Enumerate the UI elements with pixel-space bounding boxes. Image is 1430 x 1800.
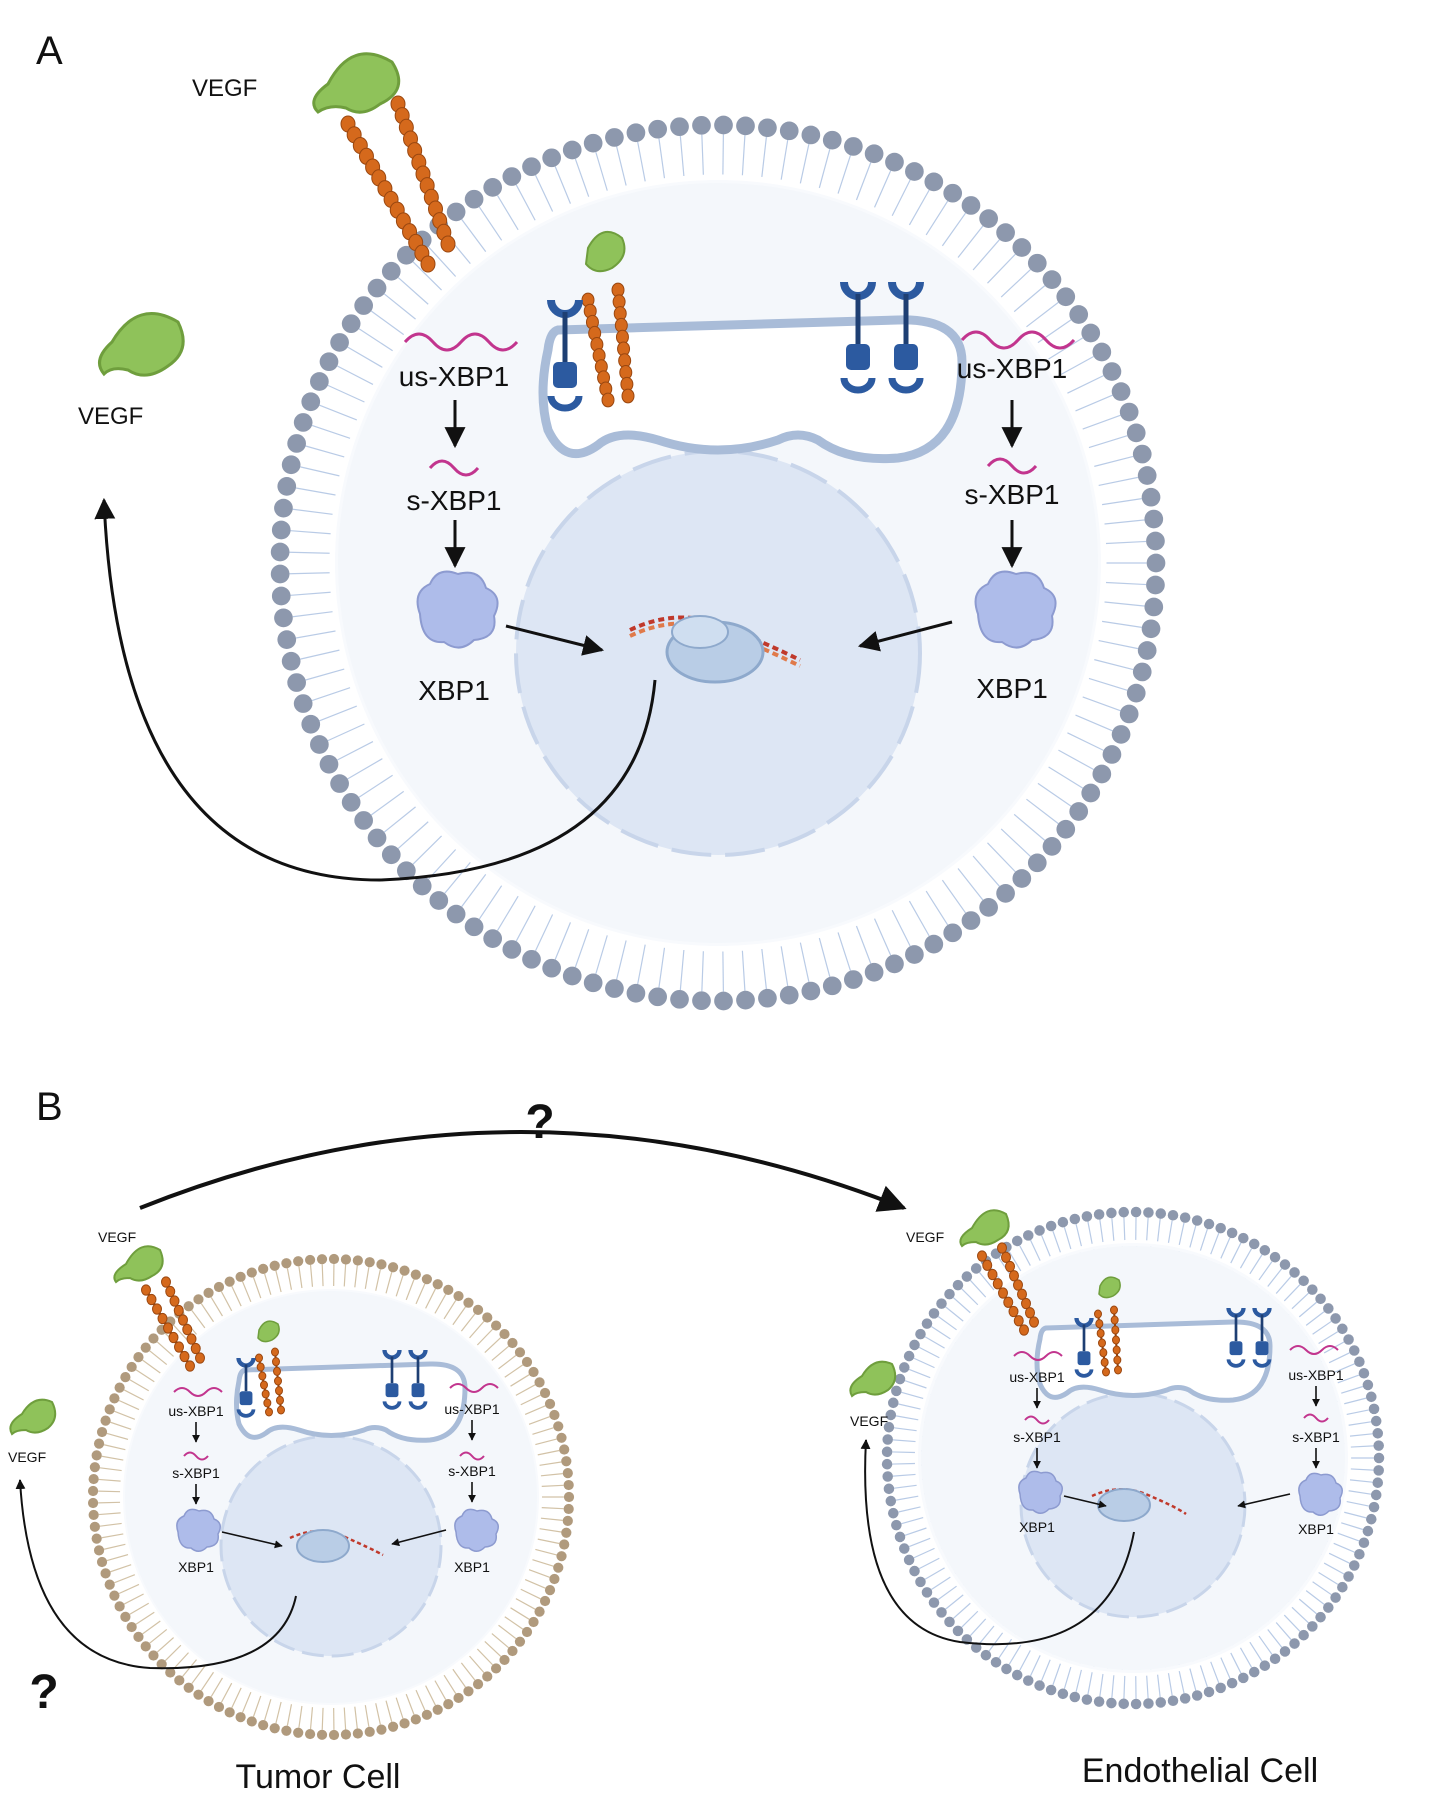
tumor-cell-receptor-3 [408,1349,428,1410]
panel-a-right-spliced-label: s-XBP1 [965,479,1060,510]
panel-a-left-xbp1-protein-icon [416,570,499,649]
tumor-cell-autocrine-question: ? [29,1666,58,1719]
tumor-cell-left-arrow-3 [221,1531,283,1549]
tumor-cell-left-spliced-label: s-XBP1 [172,1465,220,1481]
tumor-cell-right-arrow-3 [391,1529,447,1547]
tumor-cell-secreted-vegf-icon [9,1398,57,1436]
panel-a-secretion-arrow [94,497,657,882]
tumor-cell-left-mrna-long-icon [173,1387,223,1397]
tumor-cell-right-mrna-long-icon [449,1383,499,1393]
panel-a-left-mrna-long-icon [403,332,519,352]
tumor-cell: VEGF us-XBP1 s-XBP1 XBP1 us-XBP1 s-XBP1 … [87,1229,575,1741]
tumor-cell-secretion-arrow [15,1479,297,1670]
endothelial-cell-vegf-bound-icon [959,1209,1010,1248]
endothelial-cell-left-mrna-short-icon [1024,1415,1050,1425]
endothelial-cell-vegf-secreted-label: VEGF [850,1413,888,1429]
endothelial-cell-right-protein-label: XBP1 [1298,1521,1334,1537]
panel-a-receptor-2 [840,281,876,394]
endothelial-cell-left-mrna-long-icon [1013,1351,1063,1361]
panel-a-right-unspliced-label: us-XBP1 [957,353,1068,384]
panel-a-left-mrna-short-icon [428,459,480,477]
tumor-cell-vegf-secreted-label: VEGF [8,1449,46,1465]
endothelial-cell-right-unspliced-label: us-XBP1 [1288,1367,1343,1383]
panel-a-letter: A [36,29,63,73]
endothelial-cell-title: Endothelial Cell [1082,1752,1318,1790]
tumor-cell-right-unspliced-label: us-XBP1 [444,1401,499,1417]
tumor-cell-membrane-vegfr [141,1276,205,1372]
panel-b-intercellular-question: ? [525,1096,554,1149]
tumor-cell-left-unspliced-label: us-XBP1 [168,1403,223,1419]
endothelial-cell-receptor-2 [1226,1307,1246,1368]
tumor-cell-right-spliced-label: s-XBP1 [448,1463,496,1479]
endothelial-cell-left-unspliced-label: us-XBP1 [1009,1369,1064,1385]
panel-a-left-unspliced-label: us-XBP1 [399,361,510,392]
tumor-cell-right-xbp1-protein-icon [454,1508,499,1552]
panel-b-intercellular-arrow [139,1130,907,1212]
endothelial-cell-er-receptors [1074,1276,1272,1378]
endothelial-cell-receptor-1 [1074,1317,1094,1378]
panel-a-vegf-secreted-label: VEGF [78,403,143,430]
panel-a-transcription-complex [629,615,801,684]
panel-a-right-mrna-short-icon [986,457,1038,475]
endothelial-cell-left-xbp1-protein-icon [1018,1470,1063,1514]
panel-a-cell: VEGF us-XBP1 s-XBP1 XBP1 us-XBP1 s-XBP1 [192,52,1166,1011]
tumor-cell-left-xbp1-protein-icon [176,1508,221,1552]
endothelial-cell-left-protein-label: XBP1 [1019,1519,1055,1535]
endothelial-cell-left-arrow-3 [1063,1495,1107,1509]
endothelial-cell-right-mrna-long-icon [1289,1345,1339,1355]
tumor-cell-left-protein-label: XBP1 [178,1559,214,1575]
endothelial-cell-receptor-3 [1252,1307,1272,1368]
panel-a-right-xbp1-protein-icon [974,570,1057,649]
endothelial-cell-er-membrane [1034,1319,1273,1403]
panel-a-right-mrna-long-icon [960,330,1076,350]
endothelial-cell-right-arrow-3 [1237,1493,1291,1509]
endothelial-cell-vegf-membrane-label: VEGF [906,1229,944,1245]
panel-a-left-spliced-label: s-XBP1 [407,485,502,516]
tumor-cell-receptor-2 [382,1349,402,1410]
tumor-cell-er-receptors [236,1320,428,1418]
tumor-cell-receptor-1 [236,1357,256,1418]
endothelial-cell-secreted-vegf-icon [849,1360,897,1398]
panel-a-er-receptors [547,230,924,412]
tumor-cell-title: Tumor Cell [236,1758,401,1796]
endothelial-cell-right-xbp1-protein-icon [1298,1472,1343,1516]
tumor-cell-er-membrane [234,1361,468,1443]
panel-a-er-vegfr [581,230,635,408]
panel-a-right-protein-label: XBP1 [976,673,1048,704]
panel-a-vegf-membrane-label: VEGF [192,75,257,102]
panel-a-left-protein-label: XBP1 [418,675,490,706]
panel-a-receptor-3 [888,281,924,394]
panel-a-secreted-vegf-icon [98,312,185,377]
tumor-cell-right-protein-label: XBP1 [454,1559,490,1575]
endothelial-cell-left-spliced-label: s-XBP1 [1013,1429,1061,1445]
tumor-cell-vegf-membrane-label: VEGF [98,1229,136,1245]
panel-a-vegf-bound-icon [312,52,401,114]
endothelial-cell-membrane-vegfr [977,1242,1039,1336]
endothelial-cell-transcription-complex [1091,1488,1187,1522]
tumor-cell-left-mrna-short-icon [183,1451,209,1461]
panel-a-membrane-vegfr [340,95,456,273]
tumor-cell-right-mrna-short-icon [459,1451,485,1461]
panel-a-er-vegf-icon [584,230,626,273]
endothelial-cell-right-spliced-label: s-XBP1 [1292,1429,1340,1445]
endothelial-cell: VEGF us-XBP1 s-XBP1 XBP1 us-XBP1 s-XBP1 … [881,1206,1385,1710]
tumor-cell-vegf-bound-icon [113,1245,164,1284]
panel-b-letter: B [36,1085,63,1129]
panel-a-left-arrow-3 [505,624,605,656]
tumor-cell-er-vegf-icon [257,1320,280,1343]
endothelial-cell-right-mrna-short-icon [1303,1413,1329,1423]
endothelial-cell-secretion-arrow [860,1439,1135,1646]
panel-a-right-arrow-3 [857,620,953,652]
endothelial-cell-er-vegf-icon [1098,1276,1121,1299]
panel-a-receptor-1 [547,299,583,412]
tumor-cell-transcription-complex [289,1529,384,1563]
